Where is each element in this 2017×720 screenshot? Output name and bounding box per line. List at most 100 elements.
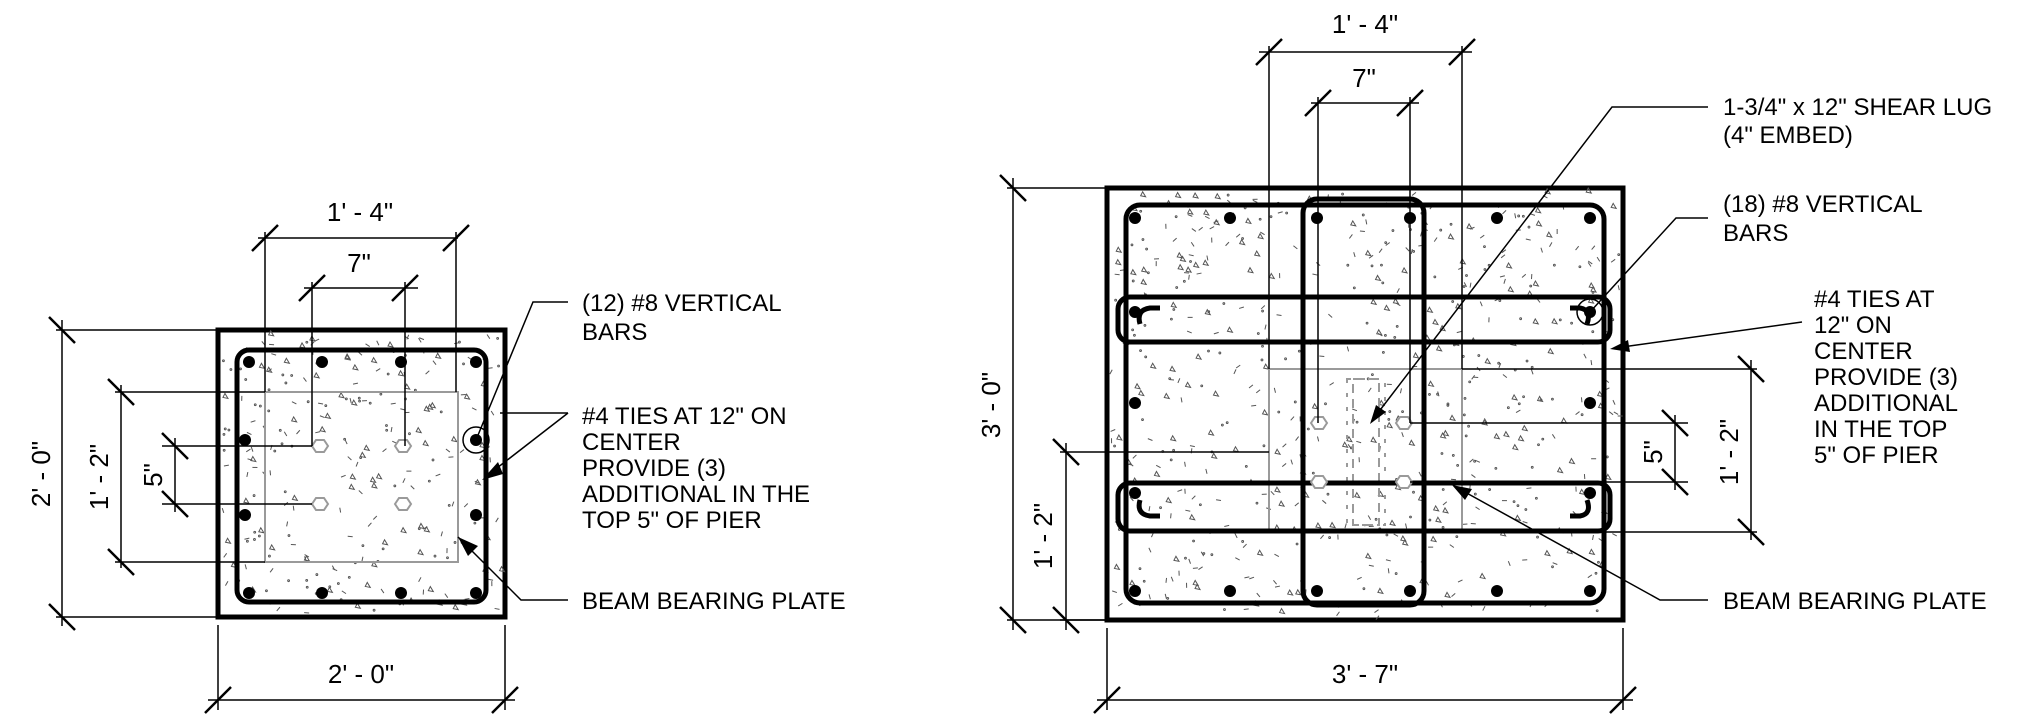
concrete-aggregate-mark <box>1312 273 1318 276</box>
concrete-aggregate-mark <box>1198 226 1203 231</box>
concrete-aggregate-mark <box>1537 443 1540 447</box>
concrete-aggregate-mark <box>1205 468 1208 474</box>
concrete-aggregate-mark <box>1141 238 1145 241</box>
right-callout-bars: (18) #8 VERTICAL BARS <box>1723 191 1928 247</box>
concrete-aggregate-mark <box>1617 253 1621 257</box>
concrete-aggregate-mark <box>305 585 309 589</box>
concrete-aggregate-mark <box>1440 452 1444 455</box>
concrete-aggregate-mark <box>1418 471 1422 477</box>
concrete-aggregate-mark <box>299 341 307 349</box>
concrete-aggregate-mark <box>246 471 249 478</box>
concrete-aggregate-mark <box>305 340 309 344</box>
concrete-aggregate-mark <box>495 517 499 523</box>
concrete-aggregate-mark <box>1210 452 1218 460</box>
concrete-aggregate-mark <box>1442 506 1450 514</box>
concrete-aggregate-mark <box>1610 258 1616 263</box>
concrete-aggregate-mark <box>1186 330 1192 334</box>
right-vertical-bars <box>1129 212 1604 597</box>
concrete-aggregate-mark <box>1583 353 1587 359</box>
concrete-aggregate-mark <box>1455 535 1459 539</box>
concrete-aggregate-mark <box>1344 523 1347 529</box>
concrete-aggregate-mark <box>1587 262 1592 267</box>
concrete-aggregate-mark <box>1527 225 1531 229</box>
concrete-aggregate-mark <box>1590 360 1593 366</box>
concrete-aggregate-mark <box>1412 351 1420 359</box>
concrete-aggregate-mark <box>1605 455 1609 459</box>
concrete-aggregate-mark <box>1575 411 1580 416</box>
concrete-aggregate-mark <box>252 494 256 497</box>
concrete-aggregate-mark <box>1383 304 1391 312</box>
concrete-aggregate-mark <box>1587 260 1593 265</box>
concrete-aggregate-mark <box>1274 448 1282 455</box>
concrete-aggregate-mark <box>341 590 347 595</box>
concrete-aggregate-mark <box>1274 585 1281 588</box>
concrete-aggregate-mark <box>1142 579 1146 583</box>
concrete-aggregate-mark <box>1370 298 1378 306</box>
concrete-aggregate-mark <box>1617 285 1620 291</box>
concrete-aggregate-mark <box>1225 241 1230 247</box>
left-dim-bottom: 2' - 0" <box>328 659 394 689</box>
concrete-aggregate-mark <box>1189 445 1195 448</box>
concrete-aggregate-mark <box>1278 607 1286 615</box>
concrete-aggregate-mark <box>1269 215 1273 219</box>
concrete-aggregate-mark <box>1353 252 1356 258</box>
concrete-aggregate-mark <box>390 402 396 405</box>
concrete-aggregate-mark <box>1368 254 1374 259</box>
concrete-aggregate-mark <box>1483 418 1488 424</box>
concrete-aggregate-mark <box>1324 402 1327 406</box>
concrete-aggregate-mark <box>253 403 257 407</box>
concrete-aggregate-mark <box>1261 309 1264 313</box>
concrete-aggregate-mark <box>1427 380 1435 388</box>
right-dim-right-outer: 1' - 2" <box>1714 419 1744 485</box>
concrete-aggregate-mark <box>1223 608 1226 611</box>
concrete-aggregate-mark <box>1191 495 1196 500</box>
concrete-aggregate-mark <box>1184 556 1187 560</box>
concrete-aggregate-mark <box>1130 243 1134 247</box>
concrete-aggregate-mark <box>1362 587 1366 591</box>
concrete-aggregate-mark <box>1466 222 1474 230</box>
concrete-aggregate-mark <box>1498 299 1502 302</box>
concrete-aggregate-mark <box>367 522 372 527</box>
concrete-aggregate-mark <box>332 568 338 572</box>
concrete-aggregate-mark <box>1277 410 1281 414</box>
concrete-aggregate-mark <box>1149 362 1157 369</box>
concrete-aggregate-mark <box>1517 402 1521 406</box>
concrete-aggregate-mark <box>268 543 276 551</box>
right-pier-outline <box>1104 185 1626 623</box>
concrete-aggregate-mark <box>1232 445 1240 453</box>
concrete-aggregate-mark <box>1506 406 1510 410</box>
concrete-aggregate-mark <box>375 368 381 372</box>
concrete-aggregate-mark <box>372 515 378 520</box>
concrete-aggregate-mark <box>1260 305 1266 310</box>
concrete-aggregate-mark <box>432 360 437 365</box>
concrete-aggregate-mark <box>400 526 408 534</box>
left-dim-left-inner: 5" <box>138 463 168 487</box>
concrete-aggregate-mark <box>1408 439 1416 447</box>
concrete-aggregate-mark <box>1170 317 1173 321</box>
concrete-aggregate-mark <box>1462 413 1466 417</box>
concrete-aggregate-mark <box>425 370 430 375</box>
concrete-aggregate-mark <box>369 476 377 484</box>
concrete-aggregate-mark <box>1544 549 1551 557</box>
concrete-aggregate-mark <box>429 401 437 409</box>
concrete-aggregate-mark <box>1110 429 1116 432</box>
concrete-aggregate-mark <box>1502 210 1507 215</box>
concrete-aggregate-mark <box>1374 609 1379 613</box>
concrete-aggregate-mark <box>427 479 431 483</box>
left-vertical-bars <box>239 356 490 599</box>
concrete-aggregate-mark <box>1276 314 1282 316</box>
concrete-aggregate-mark <box>1177 489 1183 492</box>
concrete-aggregate-mark <box>1109 369 1113 375</box>
concrete-aggregate-mark <box>1172 308 1176 311</box>
concrete-aggregate-mark <box>1320 534 1325 540</box>
concrete-aggregate-mark <box>1456 330 1462 334</box>
concrete-aggregate-mark <box>253 530 257 534</box>
concrete-aggregate-mark <box>1588 281 1596 289</box>
concrete-aggregate-mark <box>1526 487 1532 489</box>
concrete-aggregate-mark <box>1500 254 1506 259</box>
concrete-aggregate-mark <box>1578 265 1582 269</box>
concrete-aggregate-mark <box>1365 219 1368 225</box>
concrete-aggregate-mark <box>1141 418 1144 421</box>
concrete-aggregate-mark <box>1114 298 1118 302</box>
concrete-aggregate-mark <box>494 607 500 610</box>
